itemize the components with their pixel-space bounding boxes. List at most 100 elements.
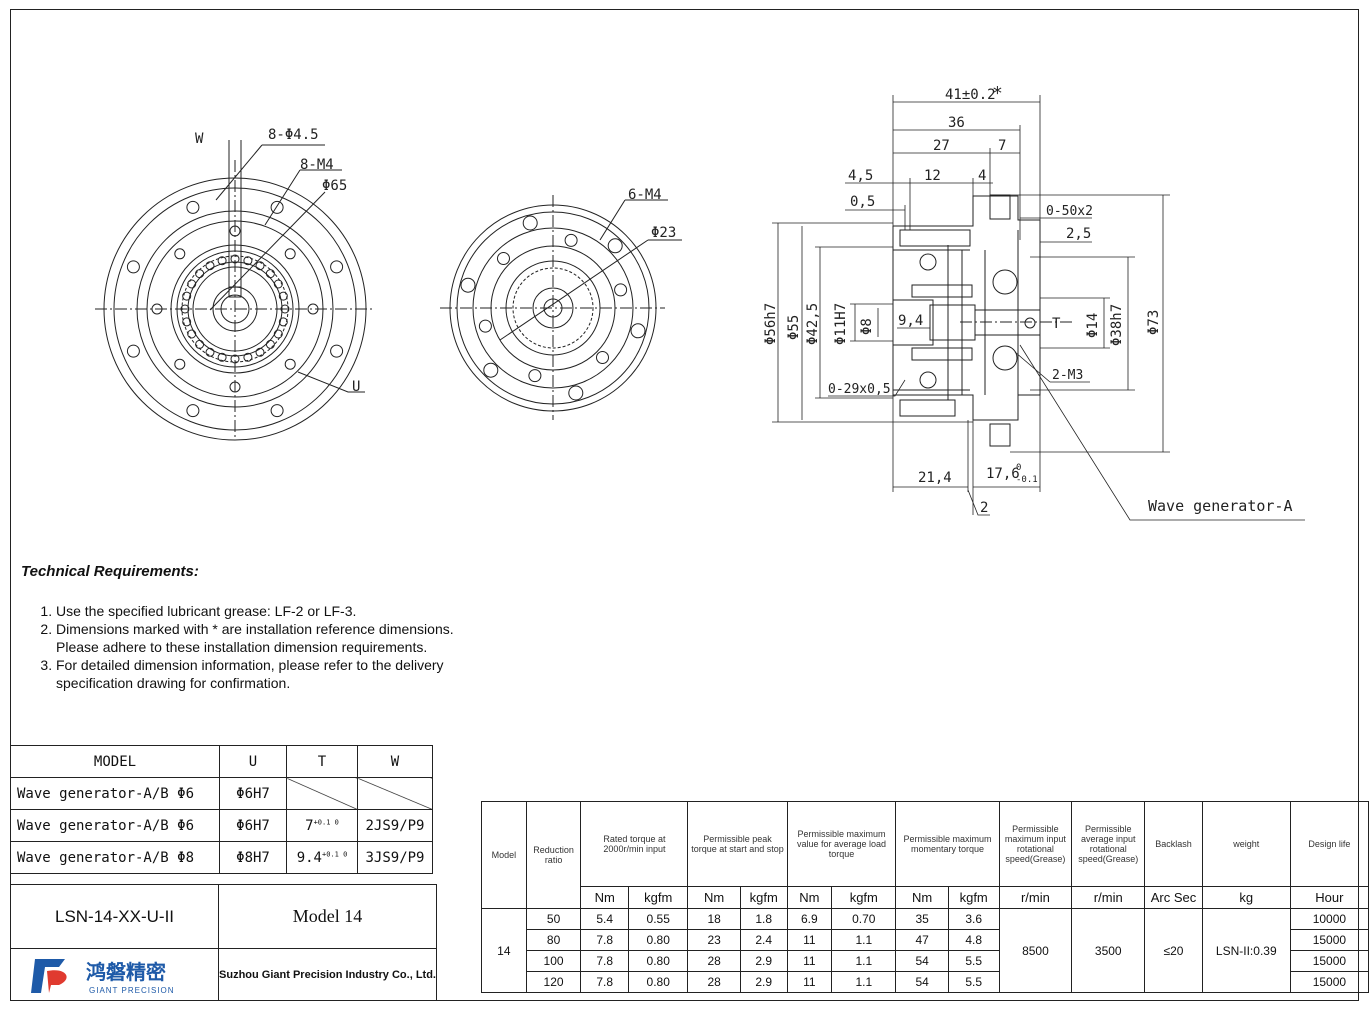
variant-u: Φ6H7 (219, 777, 287, 810)
spec-cell: 1.1 (831, 971, 897, 993)
dim-asterisk: * (992, 83, 1003, 104)
callout-wave-generator: Wave generator-A (1148, 497, 1293, 515)
front-w-label: W (195, 131, 204, 147)
dim-73: Φ73 (1146, 310, 1162, 335)
dim-chamfer: 0-50x2 (1046, 204, 1093, 219)
front-bolt-hole (270, 404, 284, 418)
dim-17-6-tol-lower: -0.1 (1016, 475, 1038, 485)
bearing-ball (273, 279, 283, 289)
spec-unit: r/min (998, 886, 1073, 909)
spec-cell: 4.8 (947, 929, 1000, 951)
spec-cell: 5.4 (580, 908, 629, 930)
dim-overall: 41±0.2 (945, 87, 996, 103)
dim-27: 27 (933, 138, 950, 154)
bearing-ball (255, 347, 265, 357)
spec-unit: kgfm (739, 886, 788, 909)
spec-unit: kgfm (831, 886, 897, 909)
variant-w-empty (357, 777, 433, 810)
bearing-ball (195, 339, 205, 349)
bearing-ball (217, 352, 227, 362)
variant-t: 7+0.1 0 (286, 809, 358, 842)
spec-cell: 28 (687, 971, 741, 993)
spec-cell: 2.4 (739, 929, 788, 951)
rear-dia-label: Φ23 (651, 225, 676, 241)
rear-bolt-hole (522, 215, 538, 231)
front-tapped-hole (284, 248, 296, 260)
spec-cell: 0.80 (627, 971, 689, 993)
spec-header-avg-load: Permissible maximum value for average lo… (786, 801, 897, 887)
variant-row: Wave generator-A/B Φ8 Φ8H7 9.4+0.1 0 3JS… (10, 841, 433, 874)
front-u-label: U (352, 379, 360, 395)
bearing-ball (195, 269, 205, 279)
spec-cell: 0.70 (831, 908, 897, 930)
spec-unit: Hour (1289, 886, 1369, 909)
variant-header-model: MODEL (10, 745, 220, 778)
spec-header-peak: Permissible peak torque at start and sto… (687, 801, 788, 887)
spec-unit: Nm (895, 886, 949, 909)
bearing-ball (182, 317, 192, 327)
spec-cell: 23 (687, 929, 741, 951)
bearing-ball (217, 256, 227, 266)
front-bolt-hole (330, 344, 344, 358)
spec-cell: 2.9 (739, 971, 788, 993)
dim-m3: 2-M3 (1052, 368, 1083, 383)
bearing-ball (187, 329, 197, 339)
spec-model: 14 (481, 908, 527, 993)
spec-max-speed: 8500 (998, 908, 1073, 993)
spec-unit: kgfm (627, 886, 689, 909)
spec-cell: 0.55 (627, 908, 689, 930)
bearing-ball (243, 352, 253, 362)
spec-unit: Arc Sec (1144, 886, 1203, 909)
spec-life: 15000 (1289, 971, 1369, 993)
variant-t-value: 9.4 (296, 849, 322, 866)
rear-tapped-hole (596, 351, 609, 364)
bearing-ball (278, 317, 288, 327)
variant-row: Wave generator-A/B Φ6 Φ6H7 (10, 777, 433, 810)
spec-cell: 54 (895, 971, 949, 993)
spec-cell: 11 (786, 929, 833, 951)
rear-tapped-hole (528, 369, 542, 383)
spec-cell: 5.5 (947, 971, 1000, 993)
spec-header-momentary: Permissible maximum momentary torque (895, 801, 1000, 887)
variant-row: Wave generator-A/B Φ6 Φ6H7 7+0.1 0 2JS9/… (10, 809, 433, 842)
tech-item: Dimensions marked with * are installatio… (56, 620, 491, 656)
rear-bolt-hole (607, 238, 623, 254)
bearing-ball (205, 347, 215, 357)
spec-weight: LSN-II:0.39 (1201, 908, 1291, 993)
model-title: Model 14 (219, 885, 436, 949)
dim-8: Φ8 (859, 318, 875, 335)
spec-cell: 0.80 (627, 929, 689, 951)
variant-t-value: 7 (305, 817, 314, 834)
front-bolt-hole (186, 200, 200, 214)
spec-cell: 54 (895, 950, 949, 972)
variant-table: MODEL U T W Wave generator-A/B Φ6 Φ6H7 W… (10, 745, 433, 874)
technical-requirements: Technical Requirements: Use the specifie… (21, 563, 491, 692)
spec-avg-speed: 3500 (1071, 908, 1146, 993)
spec-cell: 11 (786, 950, 833, 972)
drawing-frame (10, 9, 1359, 1001)
rear-tapped-hole (614, 283, 628, 297)
tech-item: For detailed dimension information, plea… (56, 656, 491, 692)
spec-header-backlash: Backlash (1144, 801, 1203, 887)
logo-mark-icon: 鸿磐精密 GIANT PRECISION (31, 959, 174, 995)
dim-2-5: 2,5 (1066, 226, 1091, 242)
front-holes-a-label: 8-Φ4.5 (268, 127, 319, 143)
dim-7: 7 (998, 138, 1006, 154)
rear-tapped-hole (564, 233, 578, 247)
dim-t: T (1052, 316, 1061, 332)
front-tapped-hole (174, 248, 186, 260)
model-word: Model (292, 906, 340, 926)
bearing-ball (255, 261, 265, 271)
spec-unit: r/min (1071, 886, 1146, 909)
spec-row: 100 7.8 0.80 28 2.9 11 1.1 54 5.5 15000 (482, 950, 1369, 972)
spec-unit: kg (1201, 886, 1291, 909)
rear-bolt-hole (568, 385, 584, 401)
dim-17-6-tol-upper: 0 (1016, 463, 1021, 473)
spec-row: 14 50 5.4 0.55 18 1.8 6.9 0.70 35 3.6 85… (481, 908, 1369, 993)
variant-t-tol: +0.1 0 (313, 817, 339, 826)
variant-header-u: U (219, 745, 287, 778)
dim-14: Φ14 (1085, 313, 1101, 338)
dim-12: 12 (924, 168, 941, 184)
spec-ratio: 120 (525, 971, 582, 993)
variant-w: 3JS9/P9 (357, 841, 433, 874)
